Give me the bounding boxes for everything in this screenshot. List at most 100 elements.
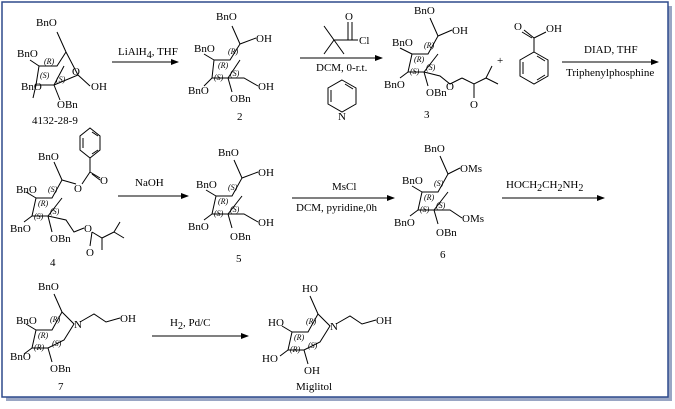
- reagent-naoh: NaOH: [135, 177, 164, 189]
- label-ring-oxygen: O: [72, 66, 80, 78]
- label-oh: HO: [302, 283, 318, 295]
- label-bno: BnO: [384, 79, 405, 91]
- label-carbonyl-o: O: [470, 99, 478, 111]
- stereo-s: (S): [436, 201, 446, 210]
- compound-miglitol: [279, 295, 377, 365]
- compound-label-3: 3: [424, 109, 430, 121]
- stereo-r: (R): [34, 343, 45, 352]
- stereo-s: (S): [434, 179, 444, 188]
- label-bno: BnO: [36, 17, 57, 29]
- label-oh: OH: [91, 81, 107, 93]
- reagent-hydrogen-pdc: H2, Pd/C: [170, 317, 210, 332]
- label-oh: OH: [258, 81, 274, 93]
- stereo-s: (S): [410, 67, 420, 76]
- compound-label-6: 6: [440, 249, 446, 261]
- label-bno: BnO: [188, 85, 209, 97]
- label-oh: OH: [452, 25, 468, 37]
- label-oh: OH: [376, 315, 392, 327]
- compound-label-2: 2: [237, 111, 243, 123]
- label-bno: BnO: [10, 223, 31, 235]
- label-carbonyl-o: O: [100, 175, 108, 187]
- reagent-ethanolamine: HOCH2CH2NH2: [506, 179, 583, 194]
- stereo-r: (R): [218, 197, 229, 206]
- compound-label-4: 4: [50, 257, 56, 269]
- label-bno: BnO: [21, 81, 42, 93]
- label-obn: OBn: [50, 233, 71, 245]
- label-n: N: [74, 319, 82, 331]
- stereo-s: (S): [214, 209, 224, 218]
- label-obn: OBn: [426, 87, 447, 99]
- stereo-r: (R): [306, 317, 317, 326]
- stereo-r: (R): [38, 199, 49, 208]
- label-bno: BnO: [16, 315, 37, 327]
- stereo-r: (R): [424, 193, 435, 202]
- label-bno: BnO: [17, 48, 38, 60]
- compound-4: [23, 127, 125, 250]
- pyridine: [327, 79, 357, 113]
- compound-2: [203, 25, 259, 93]
- label-ester-o: O: [74, 183, 82, 195]
- label-bno: BnO: [392, 37, 413, 49]
- reagent-dcm: DCM, 0-r.t.: [316, 62, 368, 74]
- stereo-r: (R): [228, 47, 239, 56]
- stereo-s: (S): [426, 63, 436, 72]
- stereo-s: (S): [50, 207, 60, 216]
- reagent-diad: DIAD, THF: [584, 44, 638, 56]
- label-oh: OH: [304, 365, 320, 377]
- stereo-r: (R): [294, 333, 305, 342]
- reagent-dcm-pyridine: DCM, pyridine,0h: [296, 202, 377, 214]
- label-oh: OH: [256, 33, 272, 45]
- label-oh: OH: [546, 23, 562, 35]
- compound-label-miglitol: Miglitol: [296, 381, 332, 393]
- stereo-r: (R): [290, 345, 301, 354]
- label-bno: BnO: [196, 179, 217, 191]
- stereo-r: (R): [38, 331, 49, 340]
- stereo-r: (R): [424, 41, 435, 50]
- stereo-s: (S): [40, 71, 50, 80]
- reagent-lialh4: LiAlH4, THF: [118, 46, 178, 61]
- compound-label-7: 7: [58, 381, 64, 393]
- stereo-s: (S): [308, 341, 318, 350]
- label-carbonyl-o: O: [345, 11, 353, 23]
- stereo-r: (R): [414, 55, 425, 64]
- label-oh: OH: [258, 167, 274, 179]
- label-bno: BnO: [394, 217, 415, 229]
- compound-5: [203, 159, 259, 229]
- stereo-s: (S): [56, 75, 66, 84]
- plus-sign: +: [497, 55, 503, 67]
- reagent-pph3: Triphenylphosphine: [566, 67, 654, 79]
- label-oms: OMs: [462, 213, 484, 225]
- label-oh: HO: [262, 353, 278, 365]
- label-bno: BnO: [424, 143, 445, 155]
- label-bno: BnO: [38, 151, 59, 163]
- reagent-mscl: MsCl: [332, 181, 356, 193]
- compound-label-5: 5: [236, 253, 242, 265]
- stereo-r: (R): [50, 315, 61, 324]
- stereo-s: (S): [230, 69, 240, 78]
- label-obn: OBn: [57, 99, 78, 111]
- label-bno: BnO: [414, 5, 435, 17]
- stereo-s: (S): [214, 73, 224, 82]
- stereo-s: (S): [48, 185, 58, 194]
- compound-3: [399, 17, 499, 98]
- label-bno: BnO: [216, 11, 237, 23]
- stereo-s: (S): [230, 205, 240, 214]
- label-bno: BnO: [218, 147, 239, 159]
- label-oh: OH: [120, 313, 136, 325]
- frame-border: [1, 1, 669, 398]
- label-obn: OBn: [436, 227, 457, 239]
- label-bno: BnO: [188, 221, 209, 233]
- stereo-s: (S): [34, 212, 44, 221]
- compound-4132-28-9: [29, 31, 91, 101]
- stereo-s: (S): [52, 339, 62, 348]
- label-oh: OH: [258, 217, 274, 229]
- pivaloyl-chloride: [323, 22, 358, 55]
- label-carbonyl-o: O: [514, 21, 522, 33]
- label-n: N: [338, 111, 346, 123]
- stereo-r: (R): [44, 57, 55, 66]
- label-bno: BnO: [38, 281, 59, 293]
- label-bno: BnO: [402, 175, 423, 187]
- label-oms: OMs: [460, 163, 482, 175]
